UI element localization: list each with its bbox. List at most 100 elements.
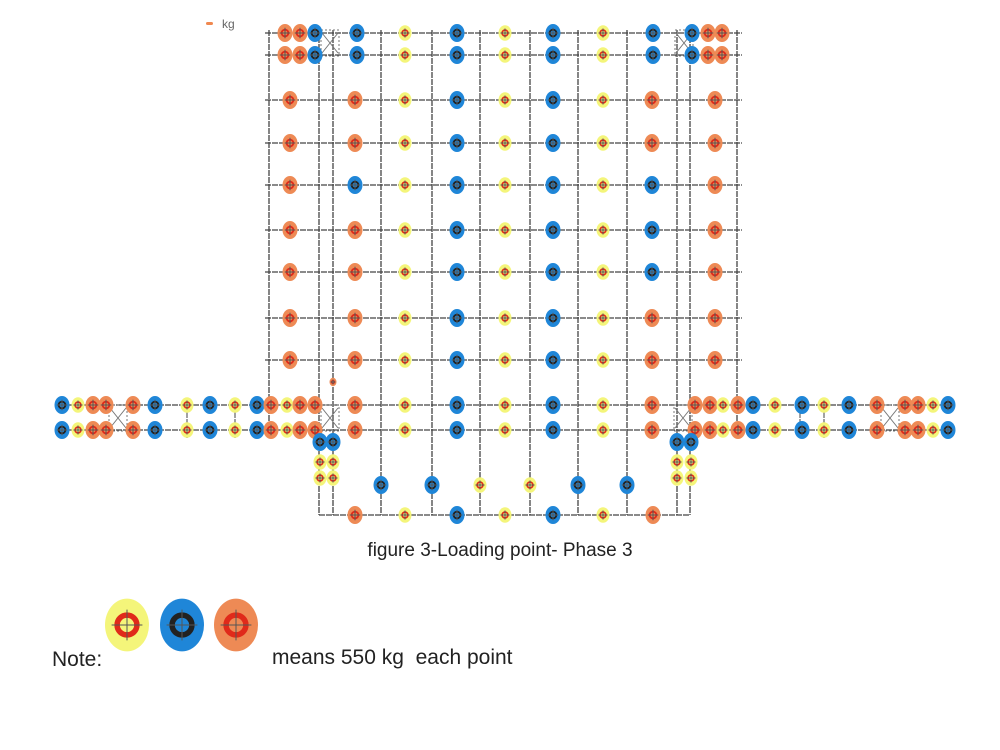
orange-load-point <box>700 24 716 42</box>
yellow-load-point <box>280 397 294 413</box>
orange-load-point <box>707 176 723 194</box>
legend-description: means 550 kg each point <box>272 646 513 669</box>
orange-load-point <box>644 396 660 414</box>
blue-load-point <box>794 396 810 414</box>
yellow-load-point <box>817 422 831 438</box>
orange-load-point <box>85 421 101 439</box>
orange-load-point <box>645 506 661 524</box>
orange-load-point <box>644 134 660 152</box>
blue-load-point <box>940 396 956 414</box>
orange-load-point <box>910 396 926 414</box>
blue-load-point <box>449 506 465 524</box>
orange-load-point <box>282 91 298 109</box>
yellow-load-point <box>596 222 610 238</box>
yellow-load-point <box>596 264 610 280</box>
orange-load-point-icon <box>214 598 258 652</box>
blue-load-point <box>54 421 70 439</box>
blue-load-point <box>545 396 561 414</box>
orange-load-point <box>702 421 718 439</box>
blue-load-point <box>841 396 857 414</box>
yellow-load-point <box>180 422 194 438</box>
orange-load-point <box>700 46 716 64</box>
blue-load-point <box>449 263 465 281</box>
orange-load-point <box>347 91 363 109</box>
blue-load-point <box>545 421 561 439</box>
blue-load-point <box>449 24 465 42</box>
yellow-load-point <box>926 422 940 438</box>
yellow-load-point <box>596 310 610 326</box>
orange-load-point <box>910 421 926 439</box>
blue-load-point <box>349 24 365 42</box>
orange-load-point <box>347 506 363 524</box>
yellow-load-point <box>596 422 610 438</box>
orange-load-point <box>347 309 363 327</box>
yellow-load-point <box>228 422 242 438</box>
blue-load-point <box>249 396 265 414</box>
yellow-load-point <box>398 422 412 438</box>
orange-load-point <box>707 134 723 152</box>
blue-load-point <box>349 46 365 64</box>
yellow-load-point <box>498 310 512 326</box>
blue-load-point <box>684 46 700 64</box>
orange-load-point <box>347 221 363 239</box>
yellow-load-point <box>498 47 512 63</box>
orange-load-point <box>282 309 298 327</box>
yellow-load-point <box>498 397 512 413</box>
yellow-load-point <box>596 177 610 193</box>
blue-load-point <box>449 221 465 239</box>
bracing-icon <box>880 404 900 432</box>
orange-load-point <box>292 421 308 439</box>
blue-load-point <box>449 421 465 439</box>
blue-load-point <box>794 421 810 439</box>
blue-load-point <box>644 221 660 239</box>
blue-load-point <box>545 221 561 239</box>
blue-load-point <box>545 176 561 194</box>
unit-swatch <box>206 22 213 25</box>
blue-load-point <box>745 396 761 414</box>
blue-load-point <box>684 24 700 42</box>
yellow-load-point <box>398 25 412 41</box>
yellow-load-point <box>180 397 194 413</box>
yellow-load-point <box>398 47 412 63</box>
orange-load-point <box>644 351 660 369</box>
blue-load-point <box>841 421 857 439</box>
blue-load-point <box>312 433 328 451</box>
yellow-load-point <box>670 454 684 470</box>
orange-load-point <box>277 24 293 42</box>
orange-load-point <box>347 134 363 152</box>
orange-load-point <box>687 396 703 414</box>
unit-label: kg <box>222 17 235 31</box>
blue-load-point <box>449 396 465 414</box>
blue-load-point <box>545 263 561 281</box>
loading-plan-diagram <box>54 24 956 524</box>
blue-load-point <box>449 176 465 194</box>
bracing-icon <box>673 404 693 432</box>
yellow-load-point <box>596 507 610 523</box>
yellow-load-point <box>398 222 412 238</box>
blue-load-point <box>645 46 661 64</box>
orange-load-point <box>329 377 337 387</box>
yellow-load-point <box>817 397 831 413</box>
orange-load-point <box>85 396 101 414</box>
orange-load-point <box>869 421 885 439</box>
orange-load-point <box>282 351 298 369</box>
orange-load-point <box>644 91 660 109</box>
orange-load-point <box>897 396 913 414</box>
orange-load-point <box>347 421 363 439</box>
yellow-load-point <box>498 222 512 238</box>
blue-load-point <box>202 396 218 414</box>
blue-load-point <box>644 176 660 194</box>
blue-load-point <box>683 433 699 451</box>
blue-load-point <box>645 24 661 42</box>
yellow-load-point <box>498 422 512 438</box>
blue-load-point <box>545 506 561 524</box>
blue-load-point <box>307 24 323 42</box>
yellow-load-point <box>498 352 512 368</box>
orange-load-point <box>707 263 723 281</box>
yellow-load-point <box>523 477 537 493</box>
orange-load-point <box>98 421 114 439</box>
yellow-load-point <box>398 507 412 523</box>
yellow-load-point <box>684 454 698 470</box>
yellow-load-point <box>596 397 610 413</box>
orange-load-point <box>292 24 308 42</box>
